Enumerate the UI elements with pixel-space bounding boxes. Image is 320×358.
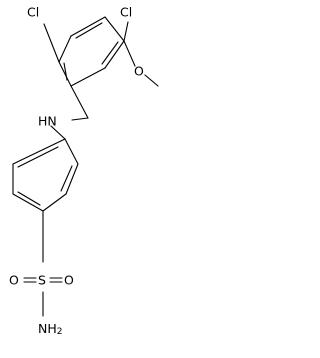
structure-diagram: Cl Cl O HN S O O NH2 [9,5,159,338]
bond-lower-ring-2 [65,163,79,195]
bond-cl-left [43,23,60,63]
atom-label-methoxy-o: O [134,64,144,79]
bond-upper-ring-6 [58,35,72,63]
bond-lower-ring-double-b [17,191,41,206]
atom-label-sulfonamide-n: NH2 [38,321,62,338]
bond-c-o-methoxy [123,40,136,67]
sulfonamide-group [23,210,63,317]
bond-lower-ring-double-c [17,146,59,168]
bond-upper-ring-1 [70,16,106,37]
atom-label-sulfur: S [38,273,46,288]
atom-label-sulfonyl-o-left: O [9,273,19,288]
bond-lower-ring-4 [12,193,44,212]
bond-lower-ring-6 [12,138,66,165]
bond-ring-ch2 [70,85,89,119]
atom-label-amine-n: HN [38,114,57,129]
sulfonamide-n-subscript: 2 [57,327,63,337]
bond-nh-ring [50,125,66,140]
bond-upper-ring-double-c [63,62,68,81]
atom-label-sulfonyl-o-right: O [64,273,74,288]
atom-label-cl-right: Cl [120,5,132,20]
bond-upper-ring-4 [70,67,106,87]
bond-lower-ring-3 [42,193,67,212]
bond-upper-ring-3 [104,40,125,69]
bond-upper-ring-5 [58,61,72,87]
sulfonamide-n-text: NH [38,321,57,336]
bond-upper-ring-2 [104,16,125,42]
bond-upper-ring-double-a [75,22,103,39]
molecule-svg: Cl Cl O HN S O O NH2 [9,5,159,338]
bond-lower-ring-double-a [60,165,73,192]
atom-label-cl-left: Cl [27,5,39,20]
dichloromethoxyphenyl-ring [58,16,125,87]
upper-substituents [43,21,159,140]
bond-o-ch3 [144,74,159,87]
bond-upper-ring-double-b [101,41,119,65]
benzene-ring [12,138,79,212]
bond-lower-ring-1 [64,138,79,165]
bond-ch2-nh [71,117,89,121]
bond-cl-right [123,21,129,42]
